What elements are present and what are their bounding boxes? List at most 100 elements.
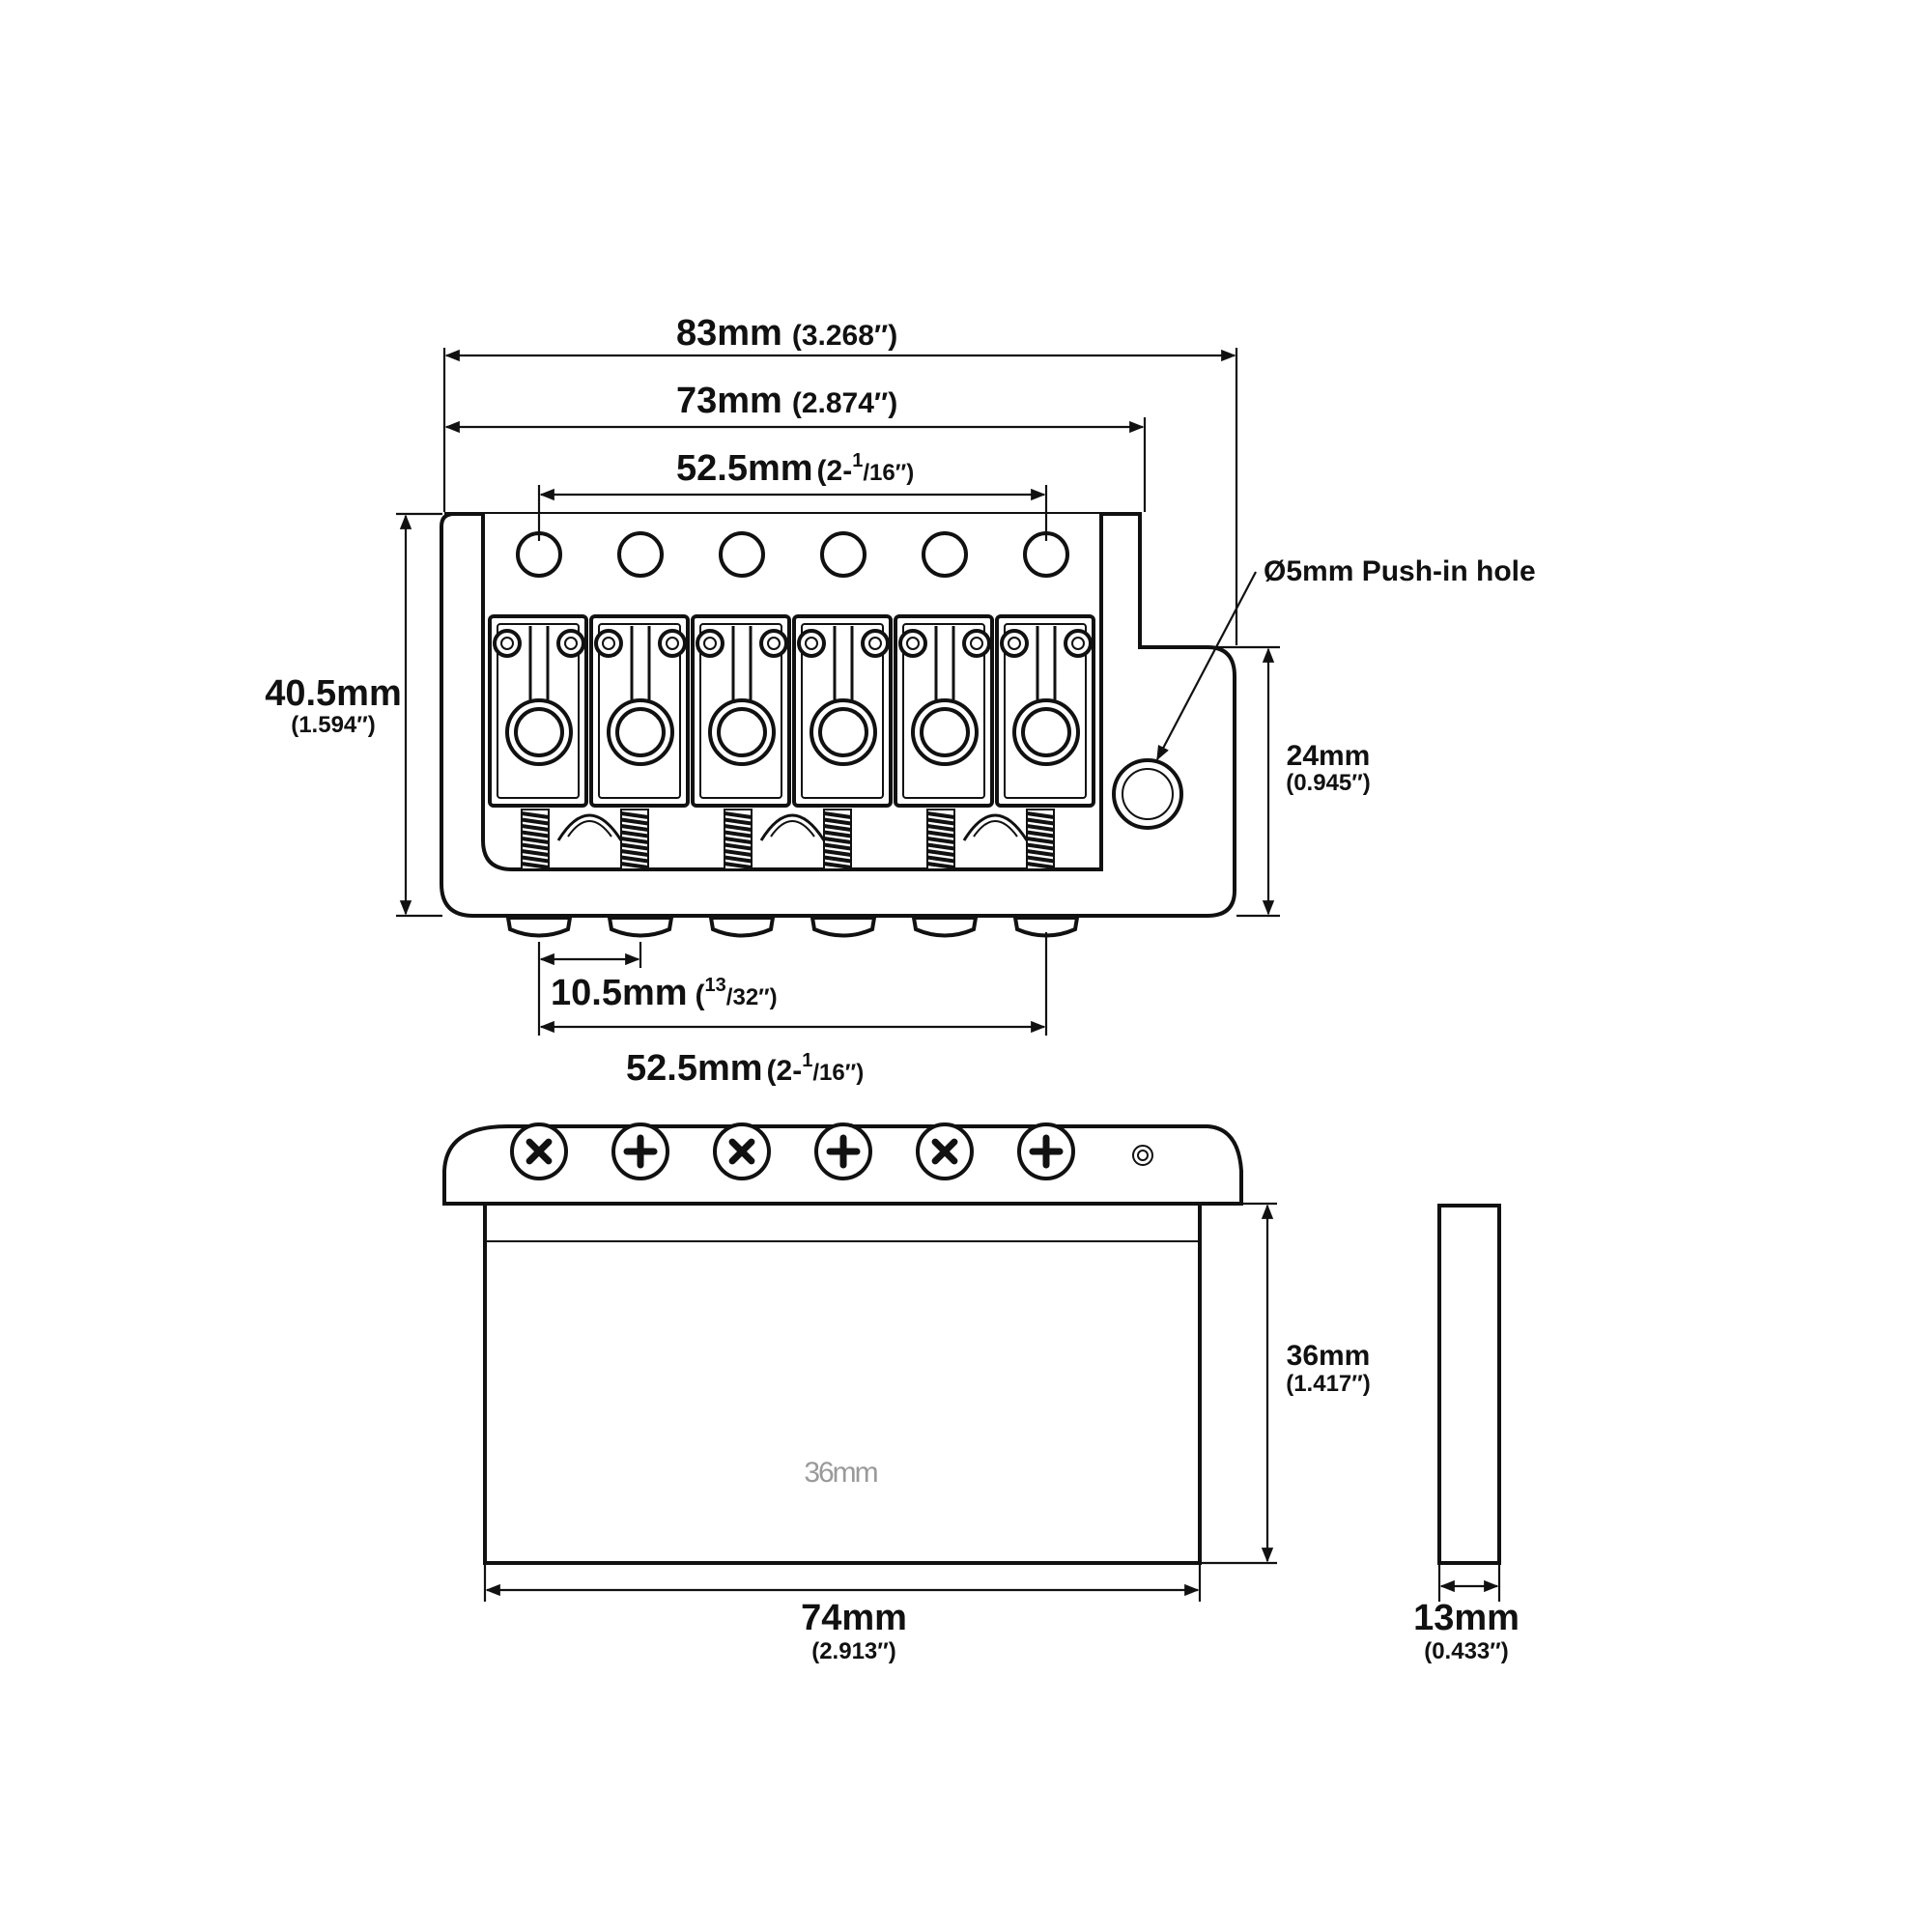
- overall-width-inch: (3.268″): [792, 320, 897, 352]
- svg-text:83mm(3.268″): 83mm(3.268″): [676, 313, 897, 354]
- spring-coil: [724, 817, 753, 826]
- spring-coil: [1026, 817, 1055, 826]
- spring-coil: [521, 862, 550, 869]
- spring-coil: [724, 842, 753, 851]
- spring-coil: [823, 855, 852, 864]
- spring-coil: [724, 849, 753, 857]
- height-screw: [861, 629, 890, 658]
- block-height-mm: 36mm: [1287, 1340, 1371, 1372]
- dimension-overall-width: 83mm(3.268″): [442, 313, 1238, 645]
- string-spacing-top-mm: 52.5mm: [676, 448, 813, 489]
- plate-width-mm: 73mm: [676, 381, 782, 421]
- block-width-mm: 74mm: [801, 1598, 907, 1638]
- svg-text:10.5mm(13/32″): 10.5mm(13/32″): [551, 973, 778, 1013]
- spring-coil: [926, 811, 955, 819]
- height-screw: [658, 629, 687, 658]
- spring-coil: [823, 837, 852, 844]
- saddle-ring-inner: [514, 707, 564, 757]
- height-screw-hex: [868, 637, 882, 650]
- height-screw-hex: [767, 637, 781, 650]
- height-screw-hex: [666, 637, 679, 650]
- saddles: [488, 614, 1095, 870]
- height-mm: 40.5mm: [265, 673, 402, 714]
- height-screw: [797, 629, 826, 658]
- block-width-inch: (2.913″): [811, 1638, 896, 1664]
- string-slot: [934, 626, 955, 703]
- spring-coil: [521, 824, 550, 832]
- spring-coil: [620, 842, 649, 851]
- screw-head: [708, 916, 776, 938]
- saddle: [691, 614, 826, 870]
- string-slot: [1036, 626, 1057, 703]
- screw-head: [1012, 916, 1080, 938]
- spring-coil: [521, 842, 550, 851]
- saddle-ring-inner: [1021, 707, 1071, 757]
- string-hole: [719, 531, 765, 578]
- phillips-screw: [814, 1122, 872, 1180]
- spring-coil: [521, 837, 550, 844]
- screw-cross-slot: [826, 1134, 861, 1169]
- spring-arch: [962, 813, 1029, 841]
- callout-push-in-hole: Ø5mm Push-in hole: [1156, 555, 1536, 761]
- block-height-inch: (1.417″): [1286, 1371, 1371, 1397]
- intonation-spring: [926, 809, 955, 870]
- spring-arch-inner: [770, 820, 815, 838]
- front-push-in-hole: [1132, 1145, 1153, 1166]
- saddle: [894, 614, 1029, 870]
- height-screw-hex: [970, 637, 983, 650]
- thickness-inch: (0.433″): [1424, 1638, 1509, 1664]
- phillips-screw: [510, 1122, 568, 1180]
- height-screw: [1064, 629, 1093, 658]
- spring-coil: [823, 817, 852, 826]
- saddle: [488, 614, 623, 870]
- spring-coil: [926, 837, 955, 844]
- spring-coil: [620, 849, 649, 857]
- spring-coil: [926, 817, 955, 826]
- svg-text:73mm(2.874″): 73mm (2.874″): [676, 381, 897, 421]
- push-in-hole-label: Ø5mm Push-in hole: [1264, 555, 1536, 587]
- spring-coil: [926, 855, 955, 864]
- saddle-body-inner: [902, 623, 985, 799]
- spring-coil: [1026, 849, 1055, 857]
- spring-coil: [620, 824, 649, 832]
- height-screw: [493, 629, 522, 658]
- screw-cross-slot: [526, 1138, 553, 1165]
- saddle-body-inner: [801, 623, 884, 799]
- intonation-spring: [724, 809, 753, 870]
- spring-coil: [620, 862, 649, 869]
- thickness-mm: 13mm: [1413, 1598, 1520, 1638]
- string-hole: [617, 531, 664, 578]
- spring-coil: [823, 811, 852, 819]
- spring-coil: [724, 837, 753, 844]
- spring-coil: [926, 824, 955, 832]
- intonation-spring: [823, 809, 852, 870]
- height-screw-hex: [602, 637, 615, 650]
- saddle: [792, 614, 893, 870]
- spring-coil: [1026, 837, 1055, 844]
- saddle-spacing-mm: 10.5mm: [551, 973, 688, 1013]
- spring-arch: [759, 813, 826, 841]
- spring-coil: [620, 830, 649, 838]
- height-inch: (1.594″): [291, 712, 376, 738]
- spring-coil: [926, 862, 955, 869]
- height-screw-hex: [1008, 637, 1021, 650]
- spring-coil: [724, 855, 753, 864]
- height-screw: [1000, 629, 1029, 658]
- phillips-screw: [713, 1122, 771, 1180]
- saddle-ring-inner: [920, 707, 970, 757]
- saddle-body-inner: [1004, 623, 1087, 799]
- spring-coil: [724, 862, 753, 869]
- side-view: [1437, 1204, 1501, 1565]
- spring-coil: [724, 824, 753, 832]
- height-screw-hex: [906, 637, 920, 650]
- height-screw: [556, 629, 585, 658]
- saddle-ring-inner: [615, 707, 666, 757]
- screw-cross-slot: [1029, 1134, 1064, 1169]
- side-height-mm: 24mm: [1287, 740, 1371, 772]
- spring-arch: [556, 813, 623, 841]
- saddle-body-inner: [598, 623, 681, 799]
- plate-width-inch: (2.874″): [792, 387, 897, 419]
- spring-coil: [926, 842, 955, 851]
- height-screw: [898, 629, 927, 658]
